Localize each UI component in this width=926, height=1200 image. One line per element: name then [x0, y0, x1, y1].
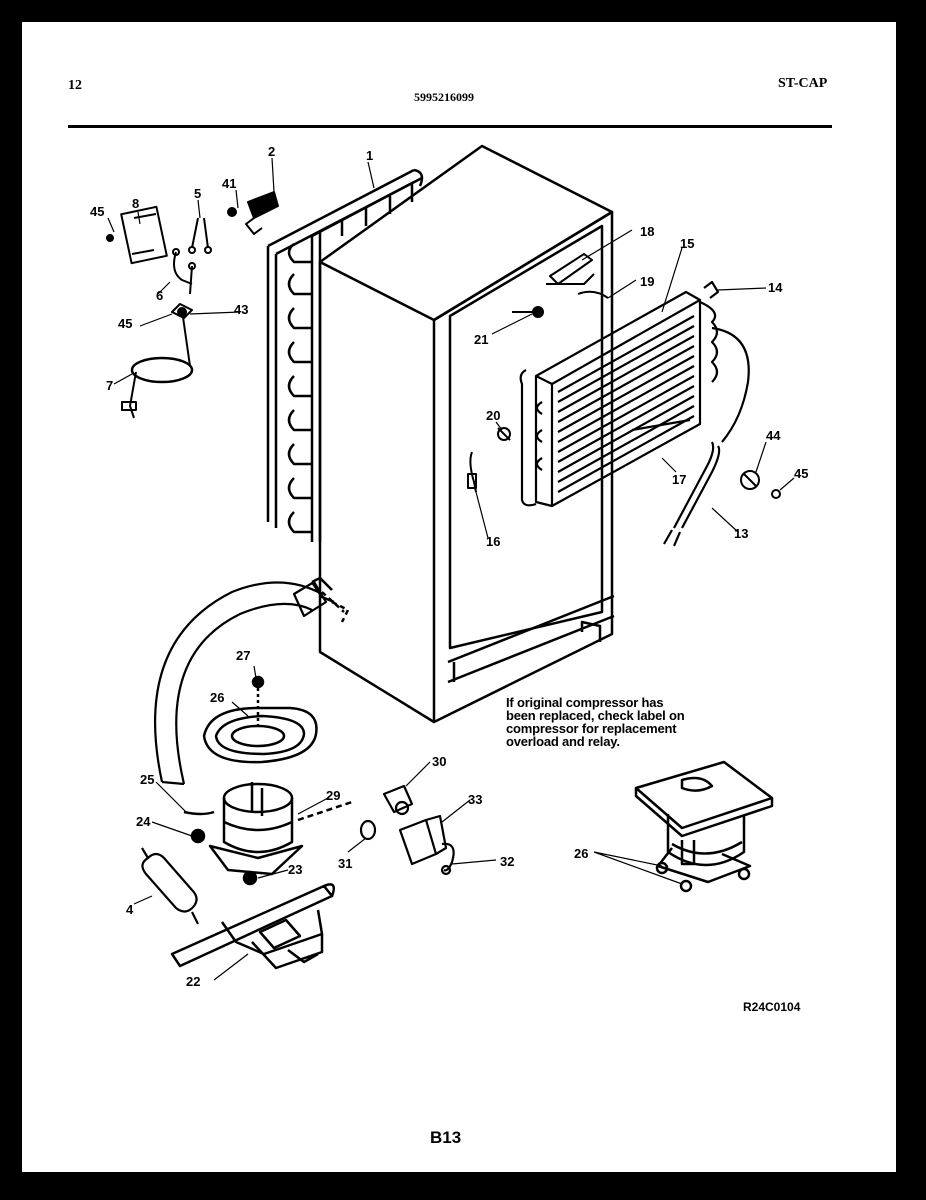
- callout-16: 16: [486, 534, 500, 549]
- callout-30: 30: [432, 754, 446, 769]
- condenser-coil: [266, 168, 424, 542]
- page-number: 12: [68, 78, 82, 93]
- callout-5: 5: [194, 186, 201, 201]
- callout-19: 19: [640, 274, 654, 289]
- cabinet: [310, 144, 615, 724]
- callout-26: 26: [574, 846, 588, 861]
- note-line: overload and relay.: [506, 734, 620, 749]
- evaporator: [519, 280, 750, 547]
- callout-21: 21: [474, 332, 488, 347]
- drain-hose: [154, 580, 328, 786]
- parts-diagram-page: 12 5995216099 ST-CAP: [22, 22, 896, 1172]
- callout-25: 25: [140, 772, 154, 787]
- note-line: If original compressor has: [506, 695, 664, 710]
- callout-17: 17: [672, 472, 686, 487]
- callout-41: 41: [222, 176, 236, 191]
- callout-24: 24: [136, 814, 151, 829]
- callout-33: 33: [468, 792, 482, 807]
- callout-20: 20: [486, 408, 500, 423]
- callout-45: 45: [118, 316, 132, 331]
- callout-45: 45: [794, 466, 808, 481]
- callout-22: 22: [186, 974, 200, 989]
- callout-1: 1: [366, 148, 373, 163]
- callout-leaders: [107, 157, 795, 981]
- callout-26: 26: [210, 690, 224, 705]
- callout-8: 8: [132, 196, 139, 211]
- exploded-parts-drawing: 1 2 41 5 45 8 6 45 43 7 18 15 19 14 21 2…: [90, 144, 808, 989]
- callout-13: 13: [734, 526, 748, 541]
- model-code: ST-CAP: [778, 76, 828, 91]
- parts-upper-left: [106, 191, 279, 419]
- callout-14: 14: [768, 280, 783, 295]
- callout-31: 31: [338, 856, 352, 871]
- callout-29: 29: [326, 788, 340, 803]
- callout-18: 18: [640, 224, 654, 239]
- compressor-inset: [634, 760, 774, 893]
- drawing-code: R24C0104: [743, 1000, 801, 1014]
- note-line: been replaced, check label on: [506, 708, 685, 723]
- replacement-note: If original compressor has been replaced…: [506, 696, 766, 748]
- filter-drier: [141, 847, 199, 925]
- base-rail: [170, 883, 335, 970]
- fan-bracket-parts: [467, 253, 781, 499]
- callout-43: 43: [234, 302, 248, 317]
- callout-6: 6: [156, 288, 163, 303]
- callout-4: 4: [126, 902, 134, 917]
- callout-labels: 1 2 41 5 45 8 6 45 43 7 18 15 19 14 21 2…: [90, 144, 808, 989]
- header-rule: [68, 125, 832, 128]
- callout-27: 27: [236, 648, 250, 663]
- callout-7: 7: [106, 378, 113, 393]
- callout-2: 2: [268, 144, 275, 159]
- drain-pan: [202, 675, 318, 764]
- note-line: compressor for replacement: [506, 721, 677, 736]
- callout-15: 15: [680, 236, 694, 251]
- callout-44: 44: [766, 428, 781, 443]
- callout-32: 32: [500, 854, 514, 869]
- footer-page-number: B13: [430, 1128, 462, 1147]
- relay-overload: [359, 784, 455, 876]
- callout-45: 45: [90, 204, 104, 219]
- document-number: 5995216099: [414, 90, 474, 104]
- callout-23: 23: [288, 862, 302, 877]
